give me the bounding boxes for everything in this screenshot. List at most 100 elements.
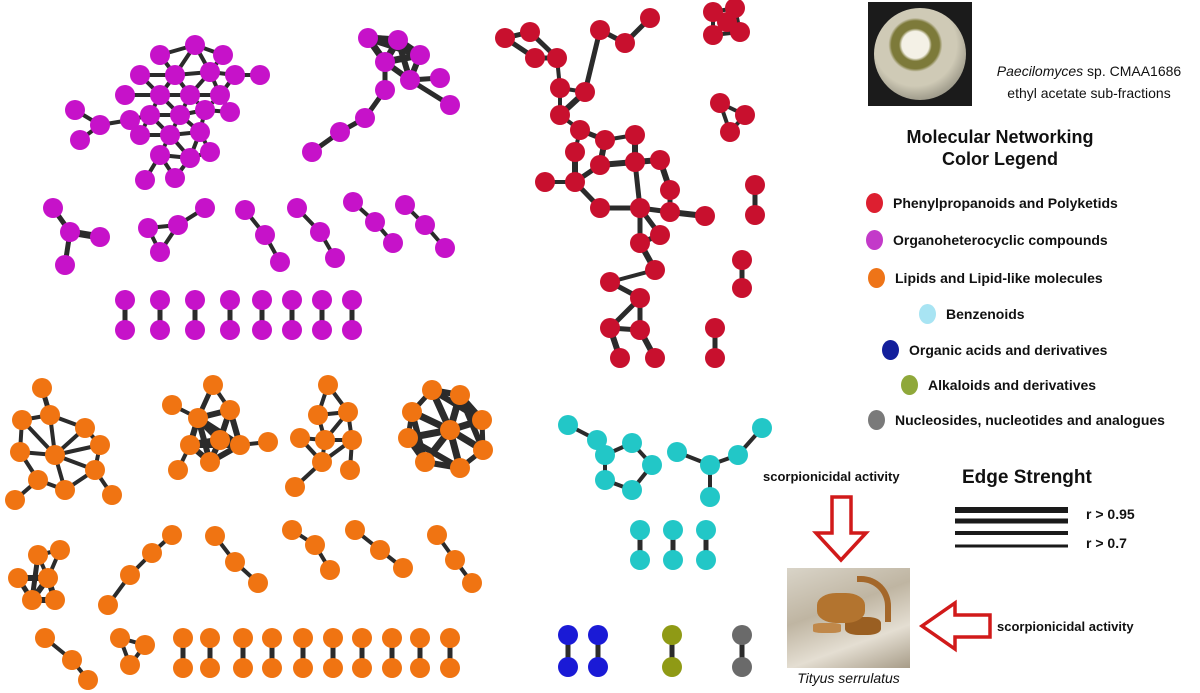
orange-cluster-edge xyxy=(405,435,463,471)
orange-cluster-node xyxy=(312,452,332,472)
purple-cluster-node xyxy=(355,108,375,128)
orange-cluster-node xyxy=(205,526,225,546)
orange-pair-node xyxy=(262,628,282,648)
legend-label: Lipids and Lipid-like molecules xyxy=(895,270,1103,286)
red-pair-node xyxy=(745,175,765,195)
legend-title: Molecular Networking Color Legend xyxy=(880,126,1120,170)
orange-cluster-node xyxy=(308,405,328,425)
purple-cluster-node xyxy=(180,148,200,168)
purple-cluster-node xyxy=(165,168,185,188)
orange-cluster-node xyxy=(180,435,200,455)
cyan-cluster-node xyxy=(667,442,687,462)
orange-cluster-node xyxy=(120,565,140,585)
orange-pair-node xyxy=(440,628,460,648)
orange-cluster-node xyxy=(188,408,208,428)
sample-genus: Paecilomyces xyxy=(996,63,1084,79)
legend-dot-green-icon xyxy=(901,375,918,395)
orange-cluster-node xyxy=(340,460,360,480)
purple-pair-node xyxy=(312,290,332,310)
red-cluster-node xyxy=(590,20,610,40)
orange-cluster-node xyxy=(62,650,82,670)
orange-pair-node xyxy=(323,628,343,648)
red-cluster-node xyxy=(590,198,610,218)
orange-pair-node xyxy=(200,658,220,678)
sample-label: Paecilomyces sp. CMAA1686 ethyl acetate … xyxy=(978,60,1200,104)
orange-cluster-node xyxy=(135,635,155,655)
cyan-pair-node xyxy=(630,550,650,570)
legend-dot-purple-icon xyxy=(866,230,883,250)
orange-cluster-node xyxy=(22,590,42,610)
orange-cluster-node xyxy=(90,435,110,455)
cyan-pair-node xyxy=(663,520,683,540)
orange-cluster-node xyxy=(320,560,340,580)
legend-label: Alkaloids and derivatives xyxy=(928,377,1097,393)
scorpion-tail-icon xyxy=(857,576,891,622)
legend-dot-cyan-icon xyxy=(919,304,936,324)
orange-cluster-node xyxy=(162,395,182,415)
orange-pair-node xyxy=(262,658,282,678)
orange-cluster-node xyxy=(370,540,390,560)
cyan-cluster-node xyxy=(728,445,748,465)
red-cluster-node xyxy=(525,48,545,68)
purple-pair-node xyxy=(342,320,362,340)
orange-cluster-node xyxy=(85,460,105,480)
purple-pair-node xyxy=(185,290,205,310)
red-cluster-node xyxy=(565,172,585,192)
orange-cluster-node xyxy=(440,420,460,440)
orange-cluster-node xyxy=(8,568,28,588)
legend-item-organic-acids: Organic acids and derivatives xyxy=(882,340,1107,360)
purple-cluster-node xyxy=(200,142,220,162)
purple-cluster-node xyxy=(383,233,403,253)
orange-cluster-node xyxy=(415,452,435,472)
purple-cluster-node xyxy=(210,85,230,105)
purple-cluster-node xyxy=(250,65,270,85)
orange-cluster-node xyxy=(28,470,48,490)
orange-cluster-node xyxy=(342,430,362,450)
red-cluster-node xyxy=(520,22,540,42)
orange-cluster-node xyxy=(110,628,130,648)
purple-pair-node xyxy=(220,320,240,340)
orange-cluster-node xyxy=(258,432,278,452)
cyan-cluster-node xyxy=(752,418,772,438)
purple-cluster-node xyxy=(343,192,363,212)
purple-cluster-node xyxy=(90,115,110,135)
orange-pair-node xyxy=(382,628,402,648)
purple-cluster-node xyxy=(375,52,395,72)
legend-label: Organic acids and derivatives xyxy=(909,342,1108,358)
purple-cluster-node xyxy=(55,255,75,275)
orange-pair-node xyxy=(352,628,372,648)
legend-dot-orange-icon xyxy=(868,268,885,288)
red-cluster-node xyxy=(660,180,680,200)
purple-cluster-node xyxy=(220,102,240,122)
red-cluster-node xyxy=(550,105,570,125)
orange-cluster-node xyxy=(142,543,162,563)
orange-cluster-node xyxy=(393,558,413,578)
purple-cluster-node xyxy=(150,145,170,165)
orange-cluster-node xyxy=(462,573,482,593)
orange-pair-node xyxy=(352,658,372,678)
orange-cluster-node xyxy=(450,385,470,405)
orange-cluster-node xyxy=(338,402,358,422)
blue-pair-node xyxy=(588,657,608,677)
red-pair-node xyxy=(732,278,752,298)
red-cluster-node xyxy=(645,260,665,280)
orange-pair-node xyxy=(293,658,313,678)
purple-cluster-node xyxy=(395,195,415,215)
red-cluster-node xyxy=(645,348,665,368)
sample-fraction: ethyl acetate sub-fractions xyxy=(1007,85,1171,101)
legend-item-benzenoids: Benzenoids xyxy=(919,304,1025,324)
red-pair-node xyxy=(705,348,725,368)
orange-pair-node xyxy=(382,658,402,678)
red-cluster-node xyxy=(535,172,555,192)
orange-cluster-node xyxy=(200,452,220,472)
purple-cluster-node xyxy=(235,200,255,220)
orange-cluster-node xyxy=(162,525,182,545)
orange-pair-node xyxy=(410,658,430,678)
purple-cluster-node xyxy=(115,85,135,105)
orange-cluster-node xyxy=(38,568,58,588)
cyan-cluster-node xyxy=(595,470,615,490)
purple-cluster-node xyxy=(325,248,345,268)
edge-strength-low-label: r > 0.7 xyxy=(1086,535,1127,551)
purple-pair-node xyxy=(282,290,302,310)
